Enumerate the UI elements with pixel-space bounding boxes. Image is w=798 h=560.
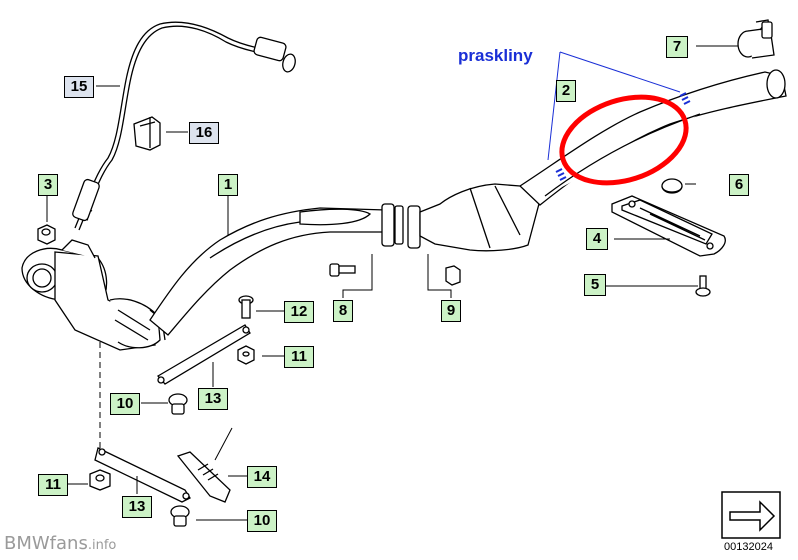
callout-10-lower: 10 bbox=[247, 510, 277, 532]
callout-10-upper: 10 bbox=[110, 393, 140, 415]
nut-part bbox=[37, 224, 56, 245]
callout-9: 9 bbox=[441, 300, 461, 322]
clamp-part bbox=[737, 19, 775, 59]
watermark-bottom-main: BMWfans bbox=[4, 533, 88, 554]
callout-16: 16 bbox=[189, 122, 219, 144]
crack-highlight-circle bbox=[559, 94, 689, 186]
callout-13-upper: 13 bbox=[198, 388, 228, 410]
callout-6: 6 bbox=[729, 174, 749, 196]
heat-shield bbox=[611, 195, 726, 257]
bolt-part bbox=[695, 275, 711, 297]
callout-12: 12 bbox=[284, 301, 314, 323]
oxygen-sensor bbox=[72, 21, 296, 231]
callout-5: 5 bbox=[584, 274, 606, 296]
clip-part bbox=[133, 116, 161, 151]
manifold-catalyst bbox=[21, 239, 166, 351]
callout-15: 15 bbox=[64, 76, 94, 98]
callout-7: 7 bbox=[666, 36, 688, 58]
bolt-8-part bbox=[329, 263, 356, 277]
rear-pipe bbox=[407, 69, 787, 252]
callout-3: 3 bbox=[38, 174, 58, 196]
callout-11-lower: 11 bbox=[38, 474, 68, 496]
watermark-bottom-suffix: .info bbox=[87, 538, 117, 553]
cap-part bbox=[661, 178, 683, 194]
crack-annotation-lines bbox=[547, 51, 691, 181]
watermark-top: BMWfans bbox=[643, 12, 732, 34]
upper-bracket-parts bbox=[156, 295, 255, 385]
watermark-bottom: BMWfans.info bbox=[4, 533, 116, 554]
nut-9-part bbox=[445, 265, 461, 286]
callout-8: 8 bbox=[333, 300, 353, 322]
bolt-10-upper bbox=[168, 393, 188, 415]
leader-lines bbox=[46, 45, 738, 521]
callout-4: 4 bbox=[586, 228, 608, 250]
return-arrow-icon bbox=[721, 491, 781, 539]
callout-14: 14 bbox=[247, 466, 277, 488]
crack-note: praskliny bbox=[458, 46, 533, 65]
lower-bracket-parts bbox=[89, 447, 231, 527]
callout-1: 1 bbox=[218, 174, 238, 196]
callout-2: 2 bbox=[556, 80, 576, 102]
diagram-number: 00132024 bbox=[724, 541, 773, 553]
callout-11-upper: 11 bbox=[284, 346, 314, 368]
callout-13-lower: 13 bbox=[122, 496, 152, 518]
front-pipe bbox=[149, 203, 404, 336]
